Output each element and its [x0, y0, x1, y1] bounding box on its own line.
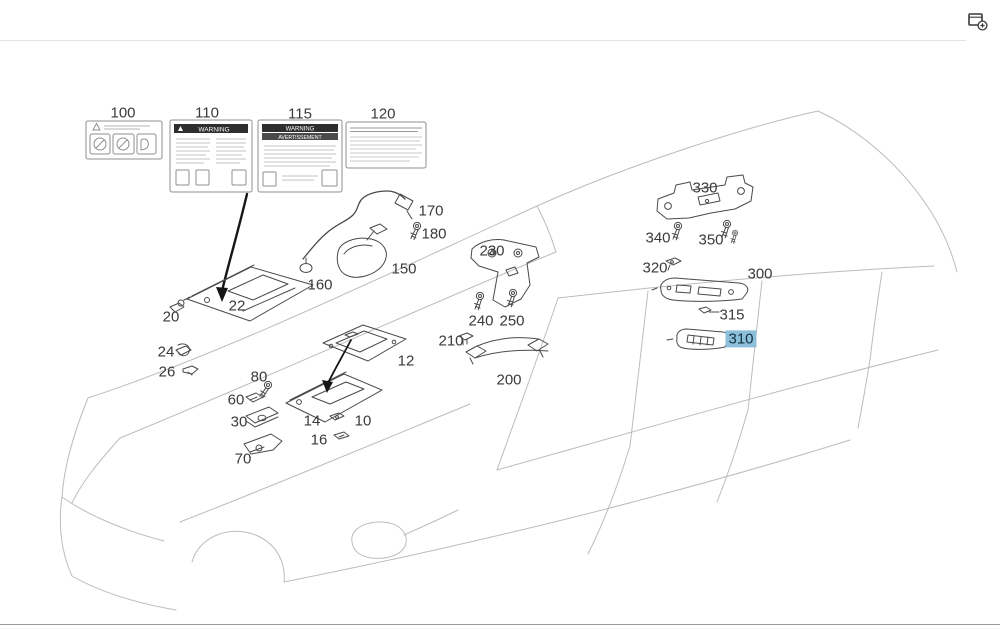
part-number-150[interactable]: 150 — [391, 260, 417, 278]
bracket-30-drawing — [245, 406, 279, 428]
warning-header2-115: AVERTISSEMENT — [278, 135, 322, 141]
part-number-80[interactable]: 80 — [250, 368, 268, 386]
part-number-16[interactable]: 16 — [310, 431, 328, 449]
part-number-115[interactable]: 115 — [288, 105, 312, 123]
warning-label-120 — [345, 121, 427, 169]
top-divider — [0, 40, 966, 41]
clip-26-drawing — [182, 365, 199, 376]
part-number-250[interactable]: 250 — [499, 312, 525, 330]
clip-24-drawing — [175, 343, 192, 357]
warning-label-110: WARNING — [169, 119, 253, 193]
part-number-10[interactable]: 10 — [354, 412, 372, 430]
part-number-26[interactable]: 26 — [158, 363, 176, 381]
part-number-350[interactable]: 350 — [698, 231, 724, 249]
part-number-200[interactable]: 200 — [496, 371, 522, 389]
part-number-300[interactable]: 300 — [747, 265, 773, 283]
part-number-340[interactable]: 340 — [645, 229, 671, 247]
rearview-mirror-drawing — [336, 223, 388, 278]
part-number-315[interactable]: 315 — [719, 306, 745, 324]
warning-header-110: WARNING — [198, 127, 229, 134]
part-number-70[interactable]: 70 — [234, 450, 252, 468]
bracket-230-drawing — [470, 239, 540, 308]
part-number-170[interactable]: 170 — [418, 202, 444, 220]
part-number-110[interactable]: 110 — [195, 104, 219, 122]
part-number-180[interactable]: 180 — [421, 225, 447, 243]
clip-16-drawing — [333, 431, 350, 440]
part-number-22[interactable]: 22 — [228, 297, 246, 315]
clip-210-drawing — [458, 332, 474, 346]
grab-handle-drawing — [465, 337, 549, 365]
part-number-100[interactable]: 100 — [110, 104, 136, 122]
bracket-330-drawing — [656, 174, 754, 220]
clip-320-drawing — [665, 257, 682, 271]
warning-label-115: WARNING AVERTISSEMENT — [257, 119, 343, 193]
part-number-30[interactable]: 30 — [230, 413, 248, 431]
part-number-240[interactable]: 240 — [468, 312, 494, 330]
console-panel-300-drawing — [651, 277, 749, 302]
part-number-320[interactable]: 320 — [642, 259, 668, 277]
clip-60-drawing — [245, 392, 264, 403]
part-number-14[interactable]: 14 — [303, 412, 321, 430]
part-number-210[interactable]: 210 — [438, 332, 464, 350]
exploded-parts — [169, 174, 754, 455]
clip-160-drawing — [299, 257, 313, 273]
clip-315-drawing — [698, 306, 720, 314]
new-window-plus-icon[interactable] — [966, 10, 988, 32]
part-number-60[interactable]: 60 — [227, 391, 245, 409]
part-number-12[interactable]: 12 — [397, 352, 415, 370]
warning-label-100 — [85, 120, 163, 160]
pointer-line-visor — [216, 192, 249, 302]
warning-header-115: WARNING — [286, 127, 315, 133]
pointer-arrow-console — [322, 339, 352, 393]
part-number-20[interactable]: 20 — [162, 308, 180, 326]
part-number-310[interactable]: 310 — [725, 330, 757, 348]
wiring-harness-drawing — [302, 190, 414, 260]
part-number-24[interactable]: 24 — [157, 343, 175, 361]
part-number-120[interactable]: 120 — [370, 105, 396, 123]
bracket-70-drawing — [243, 433, 283, 455]
part-number-230[interactable]: 230 — [479, 242, 505, 260]
part-number-330[interactable]: 330 — [692, 179, 718, 197]
bottom-divider — [0, 624, 1000, 625]
sun-visor-left-drawing — [186, 264, 314, 322]
overhead-console-drawing — [322, 324, 407, 362]
visor-mount-20-drawing — [169, 296, 191, 313]
part-number-160[interactable]: 160 — [307, 276, 333, 294]
